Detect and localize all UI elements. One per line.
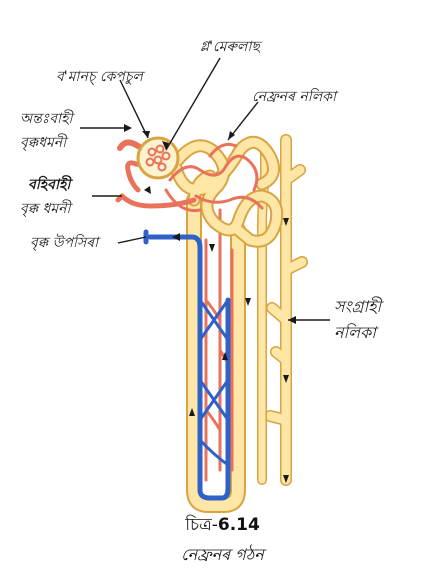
label-renal-vein: বৃক্ক উপসিৰা (30, 235, 99, 251)
flow-arrows (144, 186, 251, 416)
convoluted-tubule (164, 135, 284, 248)
leader-lines (80, 57, 330, 321)
label-bowmans-capsule: ব'মানচ্ কেপচুল (56, 69, 143, 85)
label-efferent-line2: বৃক্ক ধমনী (20, 201, 71, 217)
label-nephron-tubule: নেফ্ৰনৰ নলিকা (252, 89, 337, 105)
label-afferent-line1: অন্তঃবাহী (20, 111, 73, 127)
glomerulus (145, 144, 171, 172)
loop-of-henle (186, 192, 246, 513)
label-glomerulus: গ্ল'মেৰুলাছ (200, 39, 260, 55)
bowmans-capsule (136, 136, 180, 180)
figure-title: নেফ্ৰনৰ গঠন (181, 545, 264, 564)
leader-arrowheads (124, 124, 296, 324)
label-afferent-line2: বৃক্কধমনী (20, 135, 67, 151)
label-efferent-line1: বহিবাহী (28, 177, 71, 193)
peritubular-capillaries (204, 208, 234, 482)
figure-prefix: চিত্ৰ- (185, 515, 218, 535)
label-collecting-line1: সংগ্ৰাহী (334, 297, 382, 316)
renal-vein-vessel (143, 229, 231, 501)
label-collecting-line2: নলিকা (334, 323, 376, 342)
figure-number-value: 6.14 (217, 515, 260, 535)
figure-number: চিত্ৰ-6.14 (0, 512, 445, 540)
